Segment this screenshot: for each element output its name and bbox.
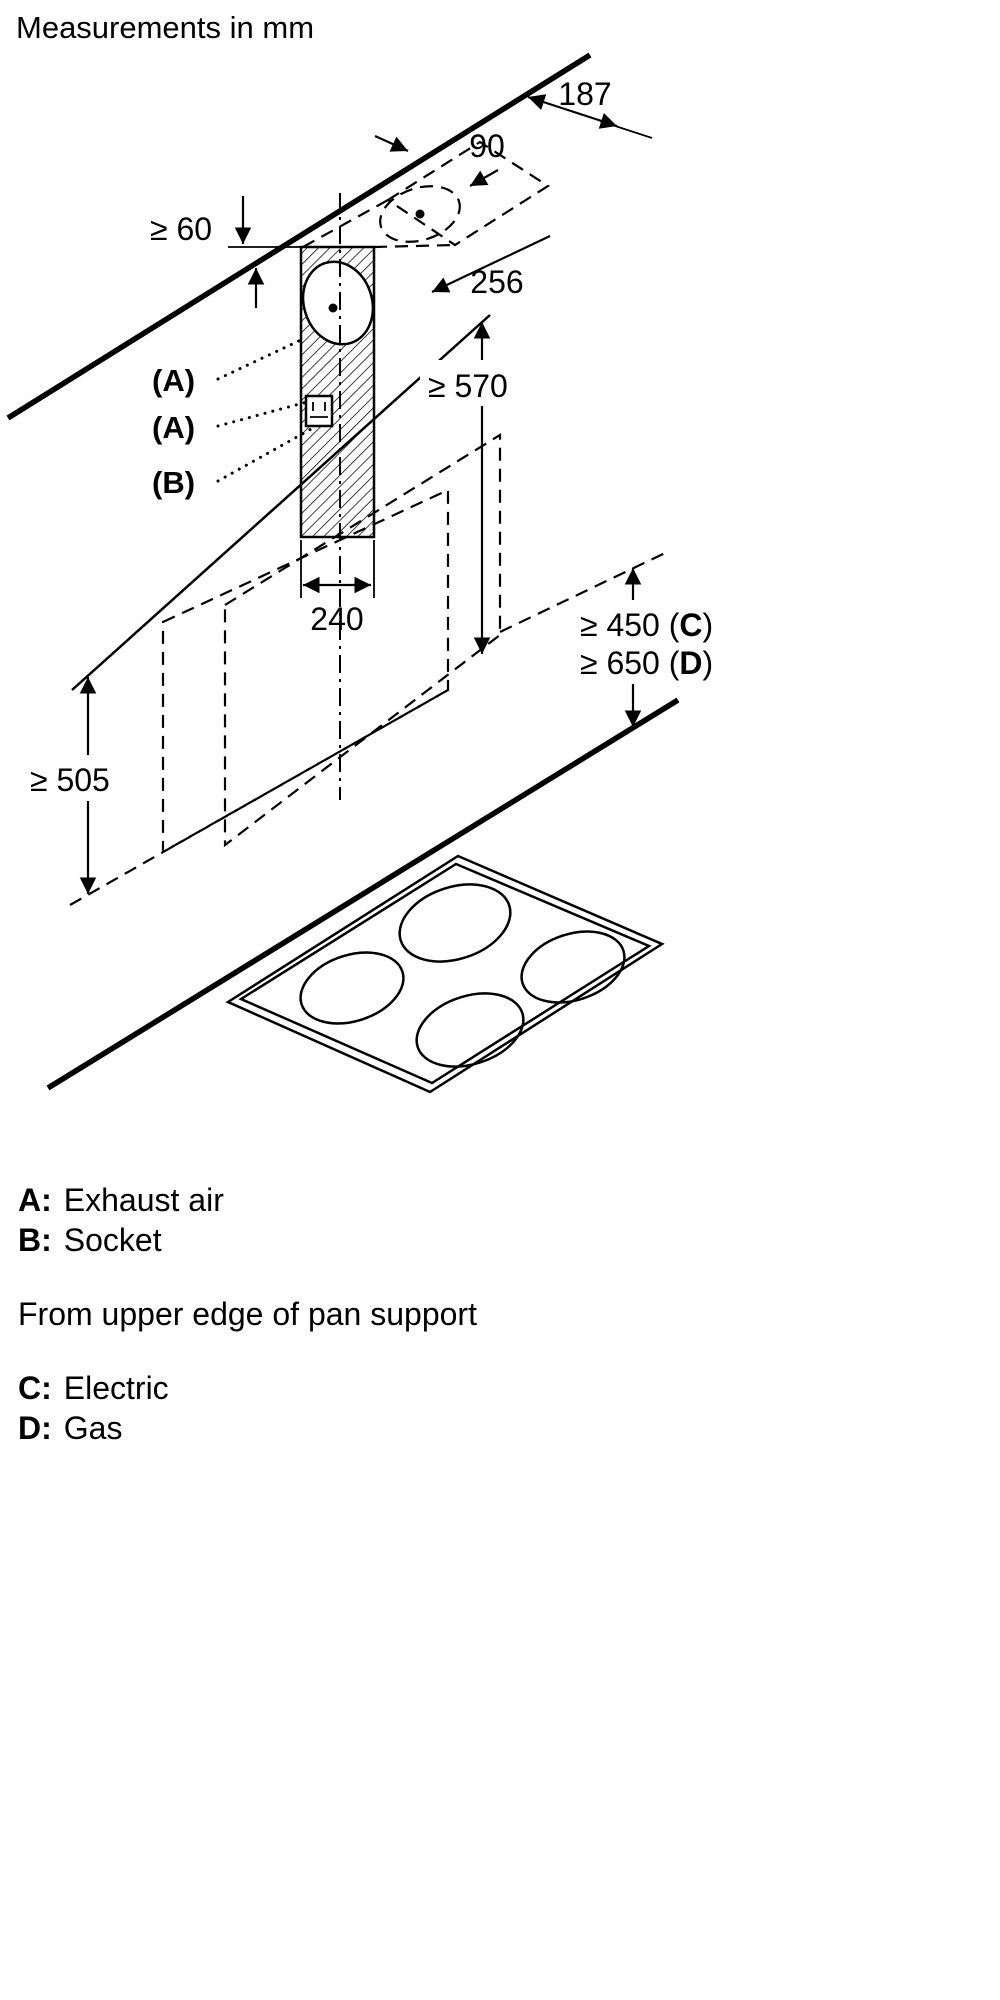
socket-symbol [304, 394, 334, 428]
duct-hole-dashed [379, 185, 461, 243]
callout-b-label: (B) [152, 465, 195, 500]
dim-ge450-ge650: ≥ 450 (C) ≥ 650 (D) [576, 568, 758, 727]
callout-a1-leader [216, 336, 307, 381]
dim-256-arrow [431, 235, 551, 293]
dim-90: 90 [374, 128, 505, 187]
dim-ge570-label-mask [420, 360, 560, 406]
pan-support-line [46, 697, 680, 1091]
dim-ge570-label: ≥ 570 [428, 368, 508, 404]
installation-diagram: 187 90 256 ≥ 60 ≥ 570 [6, 52, 758, 1094]
callout-b-leader [216, 426, 315, 483]
dim-ge450-label: ≥ 450 (C) [580, 607, 713, 643]
duct-center-dot [415, 209, 425, 219]
dim-90-arrow-left [374, 134, 409, 153]
hood-front-panel-dashed [161, 488, 450, 854]
dim-90-label: 90 [469, 128, 505, 164]
hood-bottom-extension-dashed [499, 552, 666, 633]
burner-top [398, 883, 512, 963]
cooktop-outline-outer [225, 854, 665, 1094]
legend-label-b: Socket [63, 1222, 162, 1258]
dim-256: 256 [431, 235, 551, 300]
dim-cd-label-mask [576, 600, 758, 684]
callouts: (A) (A) (B) [152, 336, 315, 500]
dim-ge570: ≥ 570 [420, 322, 560, 654]
burner-right [520, 930, 626, 1004]
callout-a2-label: (A) [152, 410, 195, 445]
exhaust-hole [301, 260, 375, 346]
dim-187: 187 [527, 76, 653, 139]
dim-256-label: 256 [470, 264, 523, 300]
legend-label-d: Gas [63, 1410, 123, 1446]
dim-240-label: 240 [310, 601, 363, 637]
hood-outline-dashed [69, 433, 666, 906]
hood-bottom-edge-dashed [69, 689, 449, 906]
dim-ge650-label: ≥ 650 (D) [580, 645, 713, 681]
dim-187-arrow [527, 94, 618, 129]
legend-item-b: B: Socket [18, 1220, 958, 1260]
cooktop-outline-inner [238, 862, 652, 1085]
dim-187-label: 187 [558, 76, 611, 112]
legend-item-c: C: Electric [18, 1368, 958, 1408]
dim-ge505-label: ≥ 505 [30, 762, 110, 798]
duct-projection-dashed [302, 140, 551, 249]
hood-back-panel-dashed [223, 433, 502, 848]
projection-line-left [302, 199, 389, 248]
dim-90-arrow-right [469, 169, 499, 187]
exhaust-center-dot [328, 303, 338, 313]
dim-240: 240 [300, 540, 375, 637]
burner-left [299, 951, 405, 1025]
legend-item-a: A: Exhaust air [18, 1180, 958, 1220]
callout-a1-label: (A) [152, 363, 195, 398]
burner-bottom [415, 992, 525, 1068]
legend-label-a: Exhaust air [63, 1182, 224, 1218]
projection-line-right [373, 243, 456, 249]
legend-key-b: B: [18, 1222, 52, 1258]
legend-label-c: Electric [63, 1370, 169, 1406]
wall-edge-line [6, 52, 592, 421]
dim-ge505-label-mask [26, 755, 144, 801]
callout-a2-leader [216, 400, 309, 428]
legend-key-d: D: [18, 1410, 52, 1446]
legend-item-d: D: Gas [18, 1408, 958, 1448]
legend-key-c: C: [18, 1370, 52, 1406]
duct-plane-dashed [385, 140, 551, 247]
diagram-title: Measurements in mm [16, 10, 315, 45]
dim-ge60: ≥ 60 [150, 196, 301, 308]
cooktop [225, 854, 665, 1094]
dim-ge60-label: ≥ 60 [150, 211, 212, 247]
socket-box [304, 394, 334, 428]
legend-note: From upper edge of pan support [18, 1296, 477, 1332]
legend: A: Exhaust air B: Socket From upper edge o… [18, 1180, 958, 1448]
dim-ge505: ≥ 505 [26, 677, 144, 894]
legend-key-a: A: [18, 1182, 52, 1218]
